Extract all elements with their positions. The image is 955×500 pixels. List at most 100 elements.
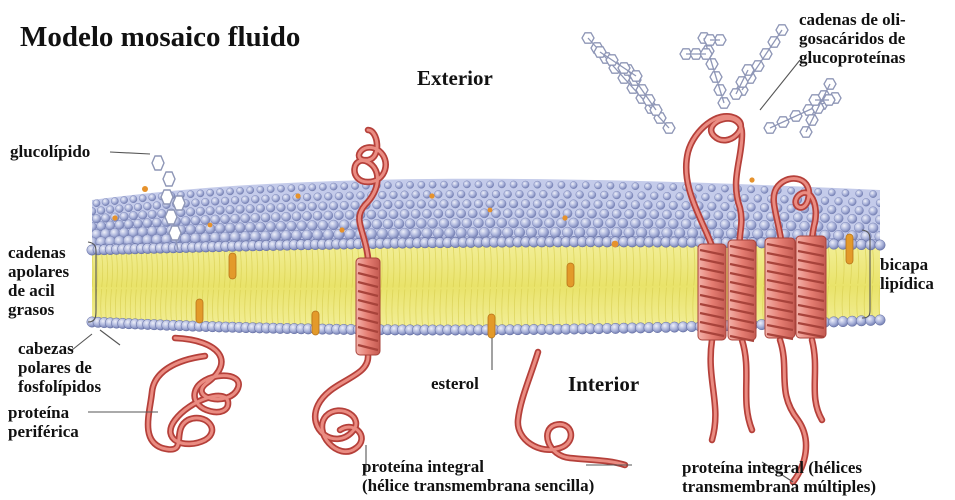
surface-head-bead [395,182,402,189]
surface-head-bead [383,219,393,229]
surface-head-bead [587,227,598,238]
glycolipid-label: glucolípido [10,142,90,161]
surface-head-bead [422,228,433,239]
surface-head-bead [828,189,835,196]
surface-head-bead [788,187,795,194]
surface-head-bead [435,172,441,178]
surface-head-bead [557,200,566,209]
acyl-chains-label-line: grasos [8,300,54,319]
surface-head-bead [98,192,104,198]
surface-head-bead [551,209,560,218]
transmembrane-helix [356,258,380,355]
surface-head-bead [527,209,536,218]
surface-head-bead [669,201,678,210]
surface-head-bead [89,193,95,199]
surface-head-bead [271,213,280,222]
surface-head-bead [498,199,507,208]
surface-head-bead [821,197,829,205]
surface-head-bead [266,222,276,232]
surface-head-bead [439,218,449,228]
surface-head-bead [227,188,234,195]
surface-head-bead [539,209,548,218]
surface-head-bead [514,227,525,238]
surface-head-bead [639,174,645,180]
surface-head-bead [870,191,877,198]
surface-head-bead [526,227,537,238]
surface-head-bead [309,184,316,191]
surface-head-bead [181,216,190,225]
surface-head-bead [152,218,161,227]
surface-head-bead [406,200,415,209]
surface-head-bead [245,222,255,232]
surface-head-bead [800,221,810,231]
surface-head-bead [882,223,892,233]
surface-head-bead [614,173,620,179]
surface-head-bead [324,211,333,220]
surface-head-bead [345,210,354,219]
surface-head-bead [856,190,863,197]
surface-head-bead [314,193,322,201]
surface-head-bead [474,218,484,228]
surface-head-bead [121,197,128,204]
surface-head-bead [325,174,331,180]
surface-head-bead [221,215,230,224]
surface-head-bead [624,227,635,238]
surface-head-bead [440,181,447,188]
surface-head-bead [334,211,343,220]
surface-head-bead [576,191,584,199]
surface-head-bead [820,213,829,222]
surface-head-bead [780,212,789,221]
surface-head-bead [401,172,407,178]
surface-head-bead [130,196,137,203]
surface-head-bead [868,223,878,233]
phospholipid-head [847,316,857,326]
surface-head-bead [329,202,338,211]
surface-head-bead [761,186,768,193]
surface-head-bead [262,177,268,183]
surface-head-bead [232,179,238,185]
surface-head-bead [196,207,205,216]
surface-head-bead [676,193,684,201]
surface-head-bead [276,221,286,231]
surface-head-bead [546,181,553,188]
surface-head-bead [467,227,478,238]
surface-head-bead [649,228,660,239]
surface-head-bead [485,218,495,228]
surface-head-bead [753,212,762,221]
surface-head-bead [93,200,100,207]
surface-head-bead [741,177,747,183]
surface-head-bead [786,221,796,231]
surface-head-bead [625,192,633,200]
surface-head-bead [558,181,565,188]
surface-head-bead [319,202,328,211]
surface-head-bead [373,201,382,210]
surface-head-bead [822,180,828,186]
surface-head-bead [875,215,884,224]
surface-head-bead [323,229,334,240]
surface-head-bead [129,211,138,220]
surface-head-bead [106,206,114,214]
surface-head-bead [721,185,728,192]
phospholipid-head [829,317,839,327]
surface-head-bead [154,185,160,191]
surface-head-bead [491,227,502,238]
surface-head-bead [241,196,249,204]
surface-head-bead [277,185,284,192]
polar-heads-label-line: cabezas [18,339,74,358]
surface-head-bead [492,190,500,198]
surface-head-bead [841,206,850,215]
surface-head-bead [452,181,459,188]
acyl-chains-label-line: apolares [8,262,69,281]
surface-head-bead [416,219,426,229]
surface-head-bead [405,219,415,229]
surface-head-bead [446,190,454,198]
surface-head-bead [883,191,890,198]
surface-head-bead [564,191,572,199]
surface-head-bead [261,213,270,222]
surface-head-bead [411,209,420,218]
surface-head-bead [613,191,621,199]
surface-head-bead [183,183,189,189]
surface-head-bead [335,192,343,200]
surface-head-bead [318,220,328,230]
surface-head-bead [212,180,218,186]
